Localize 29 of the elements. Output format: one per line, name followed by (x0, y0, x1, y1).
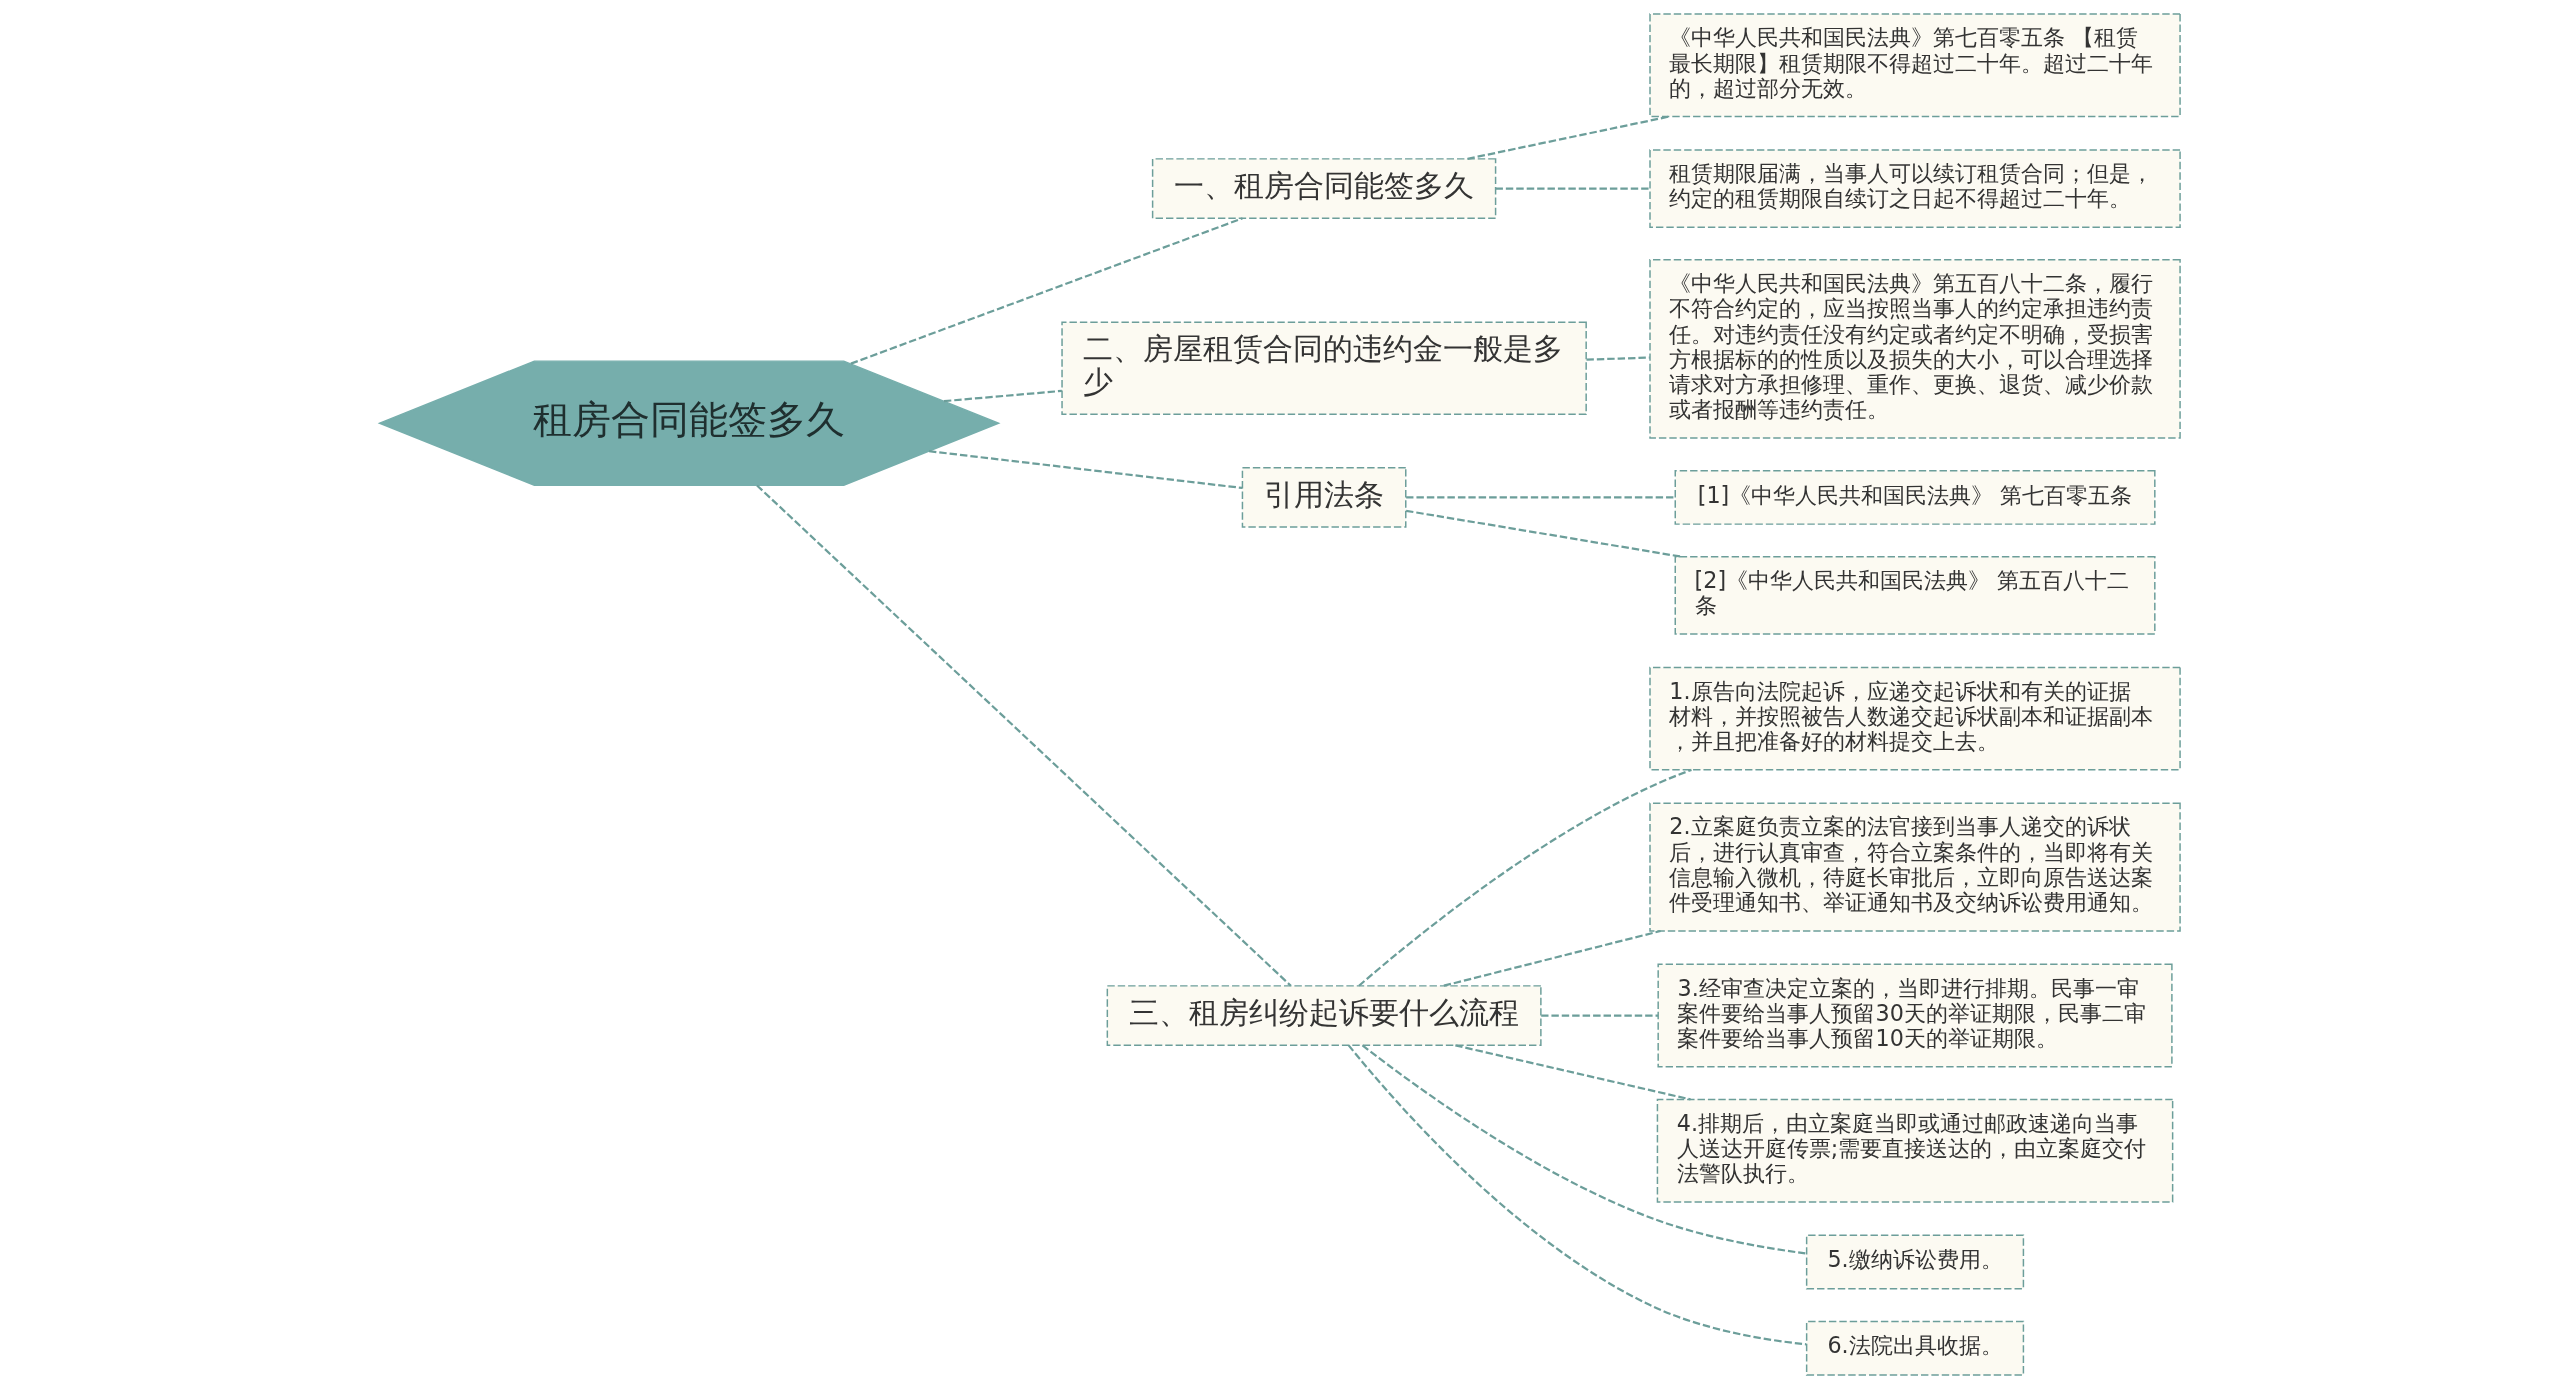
connector (1361, 1044, 1807, 1255)
connector (850, 217, 1243, 365)
connector (756, 484, 1292, 987)
node-box: 三、租房纠纷起诉要什么流程 (1106, 985, 1542, 1046)
node-box: 6.法院出具收据。 (1805, 1320, 2025, 1376)
node-box: 1.原告向法院起诉，应递交起诉状和有关的证据材料，并按照被告人数递交起诉状副本和证据副本，并且把准备好的材料提交上去。 (1649, 666, 2181, 771)
node-box: 5.缴纳诉讼费用。 (1805, 1234, 2025, 1290)
node-box: 4.排期后，由立案庭当即或通过邮政速递向当事人送达开庭传票;需要直接送达的，由立案庭交付法警队执行。 (1656, 1098, 2174, 1203)
node-box: 租赁期限届满，当事人可以续订租赁合同；但是，约定的租赁期限自续订之日起不得超过二十年。 (1649, 149, 2181, 228)
connector (1347, 1044, 1807, 1346)
node-box: 2.立案庭负责立案的法官接到当事人递交的诉状后，进行认真审查，符合立案条件的，当即将有关信息输入微机，待庭长审批后，立即向原告送达案件受理通知书、举证通知书及交纳诉讼费用通知。 (1649, 802, 2181, 932)
node-box: 引用法条 (1241, 466, 1407, 528)
connector (1443, 929, 1661, 987)
connector (928, 450, 1243, 490)
connector (1586, 356, 1650, 361)
node-box: 二、房屋租赁合同的违约金一般是多少 (1061, 321, 1587, 415)
node-box: 一、租房合同能签多久 (1151, 158, 1497, 219)
node-box: 《中华人民共和国民法典》第七百零五条 【租赁最长期限】租赁期限不得超过二十年。超过二十年的，超过部分无效。 (1649, 13, 2181, 118)
connector (1455, 1044, 1691, 1101)
connector (1467, 115, 1670, 160)
node-box: 《中华人民共和国民法典》第五百八十二条，履行不符合约定的，应当按照当事人的约定承担违约责任。对违约责任没有约定或者约定不明确，受损害方根据标的的性质以及损失的大小，可以合理选择请求对方承担修理、重作、更换、退货、减少价款或者报酬等违约责任。 (1649, 259, 2181, 439)
connector (943, 389, 1062, 403)
connector (1495, 187, 1650, 190)
connector (1541, 1014, 1659, 1017)
node-box: [2]《中华人民共和国民法典》 第五百八十二条 (1674, 556, 2156, 635)
connector (1406, 496, 1675, 499)
connector (1405, 509, 1682, 558)
node-box: [1]《中华人民共和国民法典》 第七百零五条 (1674, 469, 2156, 525)
node-box: 3.经审查决定立案的，当即进行排期。民事一审案件要给当事人预留30天的举证期限，民事二审案件要给当事人预留10天的举证期限。 (1657, 963, 2173, 1068)
